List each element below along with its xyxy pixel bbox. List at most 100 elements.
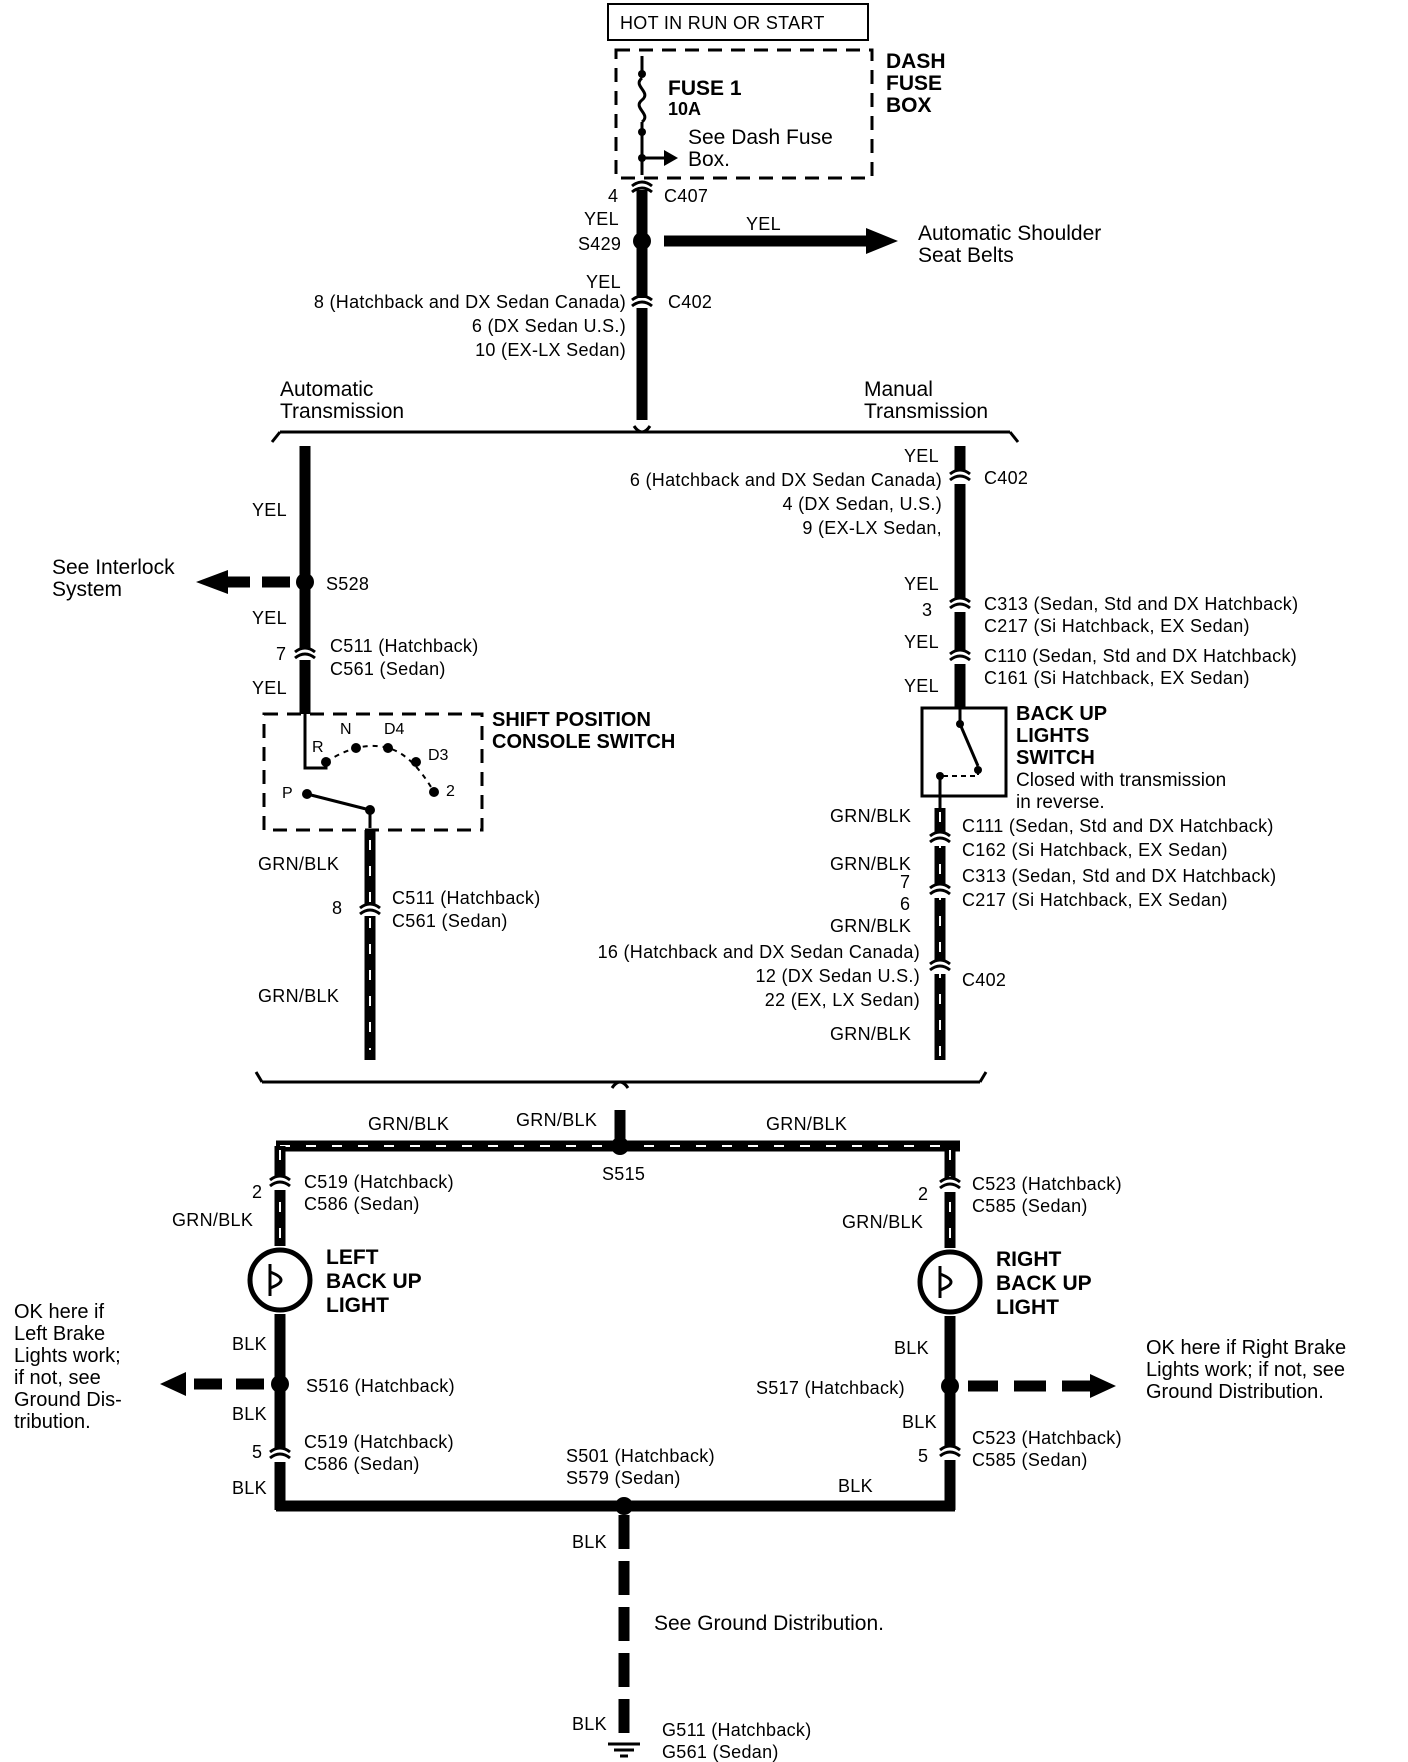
pos-n: N: [340, 721, 352, 738]
left-c586: C586 (Sedan): [304, 1194, 420, 1214]
c561-label: C561 (Sedan): [330, 659, 446, 679]
shift-wiper: [306, 792, 371, 812]
brace-left-hook: [270, 431, 282, 443]
backup-switch-note-1: Closed with transmission: [1016, 770, 1226, 791]
c519b-connector-icon: [269, 1446, 291, 1454]
left-bulb-filament-2: [269, 1270, 283, 1290]
c402b-connector-icon: [929, 958, 951, 966]
auto-grnblk-1: GRN/BLK: [258, 854, 339, 874]
c519b-connector-icon-b: [269, 1452, 291, 1460]
c217b-label: C217 (Si Hatchback, EX Sedan): [962, 890, 1228, 910]
pos-r: R: [312, 739, 324, 756]
c110-connector-icon-b: [949, 654, 971, 662]
left-blk-3: BLK: [232, 1478, 267, 1498]
backup-switch-dashed: [940, 770, 979, 777]
c511b-pin: 8: [332, 898, 342, 918]
c402-man-a: 6 (Hatchback and DX Sedan Canada): [630, 470, 942, 490]
left-ok-6: tribution.: [14, 1411, 91, 1433]
c523b-connector-icon: [939, 1444, 961, 1452]
c313b-label: C313 (Sedan, Std and DX Hatchback): [962, 866, 1276, 886]
c407-connector-icon: [631, 180, 653, 188]
right-c523b: C523 (Hatchback): [972, 1428, 1122, 1448]
man-yel-4: YEL: [904, 676, 939, 696]
left-blk-2: BLK: [232, 1404, 267, 1424]
left-pin5: 5: [252, 1442, 262, 1462]
s579-label: S579 (Sedan): [566, 1468, 681, 1488]
right-blk-3: BLK: [838, 1476, 873, 1496]
left-light-label-3: LIGHT: [326, 1294, 389, 1317]
c511-label: C511 (Hatchback): [330, 636, 479, 656]
c402-man-b: 4 (DX Sedan, U.S.): [783, 494, 942, 514]
right-pin2: 2: [918, 1184, 928, 1204]
left-c519b: C519 (Hatchback): [304, 1432, 454, 1452]
center-grnblk-label: GRN/BLK: [516, 1110, 597, 1130]
fuse-see-2: Box.: [688, 148, 730, 171]
s429-label: S429: [578, 234, 621, 254]
c407-label: C407: [664, 186, 708, 206]
left-c519: C519 (Hatchback): [304, 1172, 454, 1192]
interlock-label-1: See Interlock: [52, 556, 175, 579]
fuse-name: FUSE 1: [668, 77, 742, 100]
interlock-arrow-icon: [196, 570, 228, 594]
c511-connector-icon-b: [294, 652, 316, 660]
right-ok-arrow-icon: [1090, 1374, 1116, 1398]
s429-splice: [633, 232, 651, 250]
fuse-icon: [637, 76, 647, 124]
c402-top-c: 10 (EX-LX Sedan): [475, 340, 626, 360]
auto-heading-2: Transmission: [280, 400, 404, 423]
c111-connector-icon-b: [929, 836, 951, 844]
right-light-label-1: RIGHT: [996, 1248, 1062, 1271]
fuse-box-label-3: BOX: [886, 94, 932, 117]
left-ok-1: OK here if: [14, 1301, 104, 1323]
left-grnblk: GRN/BLK: [172, 1210, 253, 1230]
g561-label: G561 (Sedan): [662, 1742, 779, 1762]
fuse-box-label-1: DASH: [886, 50, 946, 73]
backup-switch-label-3: SWITCH: [1016, 747, 1095, 769]
right-pin5: 5: [918, 1446, 928, 1466]
c523-connector-icon: [939, 1176, 961, 1184]
left-ok-3: Lights work;: [14, 1345, 121, 1367]
left-ok-5: Ground Dis-: [14, 1389, 122, 1411]
c313b-connector-icon-b: [929, 888, 951, 896]
right-blk-2: BLK: [902, 1412, 937, 1432]
s517-label: S517 (Hatchback): [756, 1378, 905, 1398]
pos-2: 2: [446, 783, 455, 800]
c402-top-a: 8 (Hatchback and DX Sedan Canada): [314, 292, 626, 312]
right-light-label-3: LIGHT: [996, 1296, 1059, 1319]
c217-label: C217 (Si Hatchback, EX Sedan): [984, 616, 1250, 636]
right-bulb-filament-2: [939, 1272, 953, 1292]
right-blk-1: BLK: [894, 1338, 929, 1358]
brace-center-notch: [632, 425, 652, 434]
dash-fuse-box-outline: [614, 48, 874, 180]
ground-blk-2: BLK: [572, 1714, 607, 1734]
c519-connector-icon: [269, 1174, 291, 1182]
c111-label: C111 (Sedan, Std and DX Hatchback): [962, 816, 1274, 836]
s516-label: S516 (Hatchback): [306, 1376, 455, 1396]
fuse-box-label-2: FUSE: [886, 72, 942, 95]
pos-d3-contact: [411, 757, 421, 767]
manual-heading-1: Manual: [864, 378, 933, 401]
c313-label: C313 (Sedan, Std and DX Hatchback): [984, 594, 1298, 614]
c523-connector-icon-b: [939, 1182, 961, 1190]
yel-branch-label: YEL: [746, 214, 781, 234]
c402-top-connector-icon-b: [631, 300, 653, 308]
c402b-connector-icon-b: [929, 964, 951, 972]
backup-switch-box: [920, 706, 1008, 798]
c313b-connector-icon: [929, 882, 951, 890]
c402-top-connector-icon: [631, 294, 653, 302]
c313-connector-icon: [949, 596, 971, 604]
c110-connector-icon: [949, 648, 971, 656]
shift-arc: [325, 744, 435, 793]
fuse-rating: 10A: [668, 99, 701, 119]
c523b-connector-icon-b: [939, 1450, 961, 1458]
left-ok-2: Left Brake: [14, 1323, 105, 1345]
rail-grnblk-right: GRN/BLK: [766, 1114, 847, 1134]
shift-switch-label-1: SHIFT POSITION: [492, 709, 651, 731]
left-light-label-1: LEFT: [326, 1246, 379, 1269]
left-ok-4: if not, see: [14, 1367, 101, 1389]
backup-switch-label-2: LIGHTS: [1016, 725, 1089, 747]
right-light-label-2: BACK UP: [996, 1272, 1092, 1295]
belts-arrow-icon: [866, 228, 898, 254]
right-c585: C585 (Sedan): [972, 1196, 1088, 1216]
